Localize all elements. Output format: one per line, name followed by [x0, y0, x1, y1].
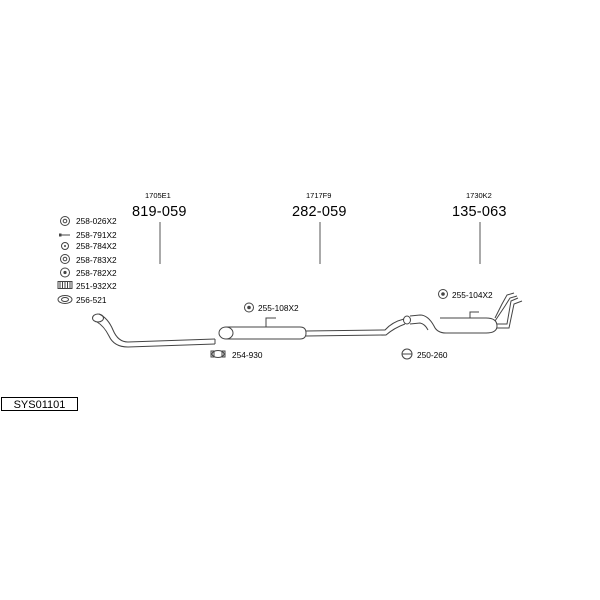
- clamp-icon: [401, 348, 413, 360]
- callout-mid-hanger[interactable]: 255-108X2: [258, 303, 299, 313]
- washer-icon: [61, 242, 69, 250]
- middle-silencer: [214, 317, 406, 344]
- clamp-icon: [210, 350, 226, 358]
- gasket-icon: [57, 295, 73, 304]
- oe-reference-middle-silencer: 1717F9: [306, 191, 332, 200]
- system-code-label: SYS01101: [1, 397, 78, 411]
- legend-item[interactable]: 258-791X2: [76, 229, 117, 240]
- part-number-front-pipe[interactable]: 819-059: [132, 204, 187, 220]
- oe-reference-rear-silencer: 1730K2: [466, 191, 492, 200]
- legend-item[interactable]: 258-784X2: [76, 241, 117, 251]
- callout-clamp-rear[interactable]: 250-260: [417, 350, 448, 360]
- hanger-icon: [244, 302, 254, 313]
- legend-item[interactable]: 258-782X2: [76, 268, 117, 278]
- oe-reference-front-pipe: 1705E1: [145, 191, 171, 200]
- callout-rear-hanger[interactable]: 255-104X2: [452, 290, 493, 300]
- nut-icon: [60, 254, 70, 264]
- legend-item[interactable]: 258-783X2: [76, 254, 117, 265]
- rear-silencer: [403, 292, 523, 334]
- legend-item[interactable]: 251-932X2: [76, 280, 117, 291]
- bolt-icon: [59, 233, 70, 237]
- legend-item[interactable]: 258-026X2: [76, 216, 117, 226]
- ring-clamp-icon: [60, 216, 70, 226]
- nut-icon: [60, 267, 70, 278]
- hanger-icon: [438, 289, 448, 299]
- legend-item[interactable]: 256-521: [76, 295, 107, 305]
- part-number-rear-silencer[interactable]: 135-063: [452, 204, 507, 220]
- front-pipe: [92, 313, 216, 348]
- part-number-middle-silencer[interactable]: 282-059: [292, 204, 347, 220]
- spring-icon: [57, 281, 73, 289]
- callout-clamp-mid[interactable]: 254-930: [232, 350, 263, 360]
